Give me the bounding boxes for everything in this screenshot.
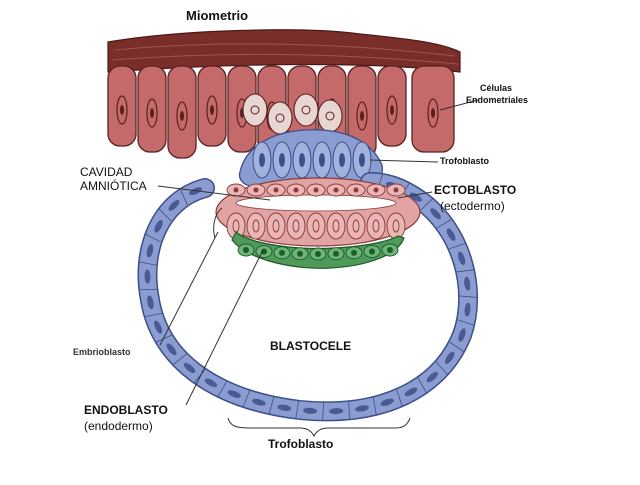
endometrial-cell: [378, 66, 406, 146]
label-cavidad-line1: CAVIDAD: [80, 166, 132, 179]
label-ectodermo: (ectodermo): [440, 200, 505, 213]
trophoblast-cell: [273, 142, 291, 178]
ectoblast-cell: [247, 213, 265, 239]
amniotic-cavity: [236, 195, 396, 211]
endoblast-cell: [346, 247, 362, 259]
endometrial-cell: [198, 66, 226, 146]
ectoblast-cell: [227, 184, 245, 196]
label-celulas-line2: Endometriales: [466, 96, 528, 106]
endoblast-cell: [382, 244, 398, 256]
endometrial-cell: [138, 66, 166, 152]
ectoblast-cell: [387, 213, 405, 239]
label-embrioblasto: Embrioblasto: [73, 348, 131, 358]
endoblast-cell: [238, 244, 254, 256]
label-trofoblasto-bottom: Trofoblasto: [268, 438, 333, 451]
ectoblast-cell: [367, 213, 385, 239]
invaded-endometrial-cell: [268, 102, 292, 134]
endoblast-cell: [364, 246, 380, 258]
label-blastocele: BLASTOCELE: [270, 340, 351, 353]
endometrial-cell: [412, 66, 454, 152]
label-ectoblasto: ECTOBLASTO: [434, 184, 516, 197]
label-endodermo: (endodermo): [84, 420, 153, 433]
endoblast-cell: [274, 247, 290, 259]
label-trofoblasto-top: Trofoblasto: [440, 157, 489, 167]
ectoblast-cell: [267, 184, 285, 196]
trophoblast-cell: [253, 142, 271, 178]
trophoblast-cell: [313, 142, 331, 178]
ectoblast-cell: [387, 184, 405, 196]
ectoblast-cell: [347, 184, 365, 196]
label-cavidad-line2: AMNIÓTICA: [80, 180, 147, 193]
invaded-endometrial-cell: [243, 94, 267, 126]
endometrial-cell: [168, 66, 196, 158]
label-miometrio: Miometrio: [186, 9, 248, 23]
ectoblast-cell: [287, 213, 305, 239]
label-endoblasto: ENDOBLASTO: [84, 404, 168, 417]
ectoblast-cell: [367, 184, 385, 196]
leader-embrioblasto: [160, 232, 218, 345]
trophoblast-cell: [293, 142, 311, 178]
endoblast-cell: [328, 248, 344, 260]
endometrial-cell: [108, 66, 136, 146]
ectoblast-cell: [327, 184, 345, 196]
ectoblast-cell: [267, 213, 285, 239]
ectoblast-cell: [347, 213, 365, 239]
endoblast-cell: [256, 246, 272, 258]
ectoblast-cell: [327, 213, 345, 239]
invaded-endometrial-cell: [294, 94, 318, 126]
ectoblast-cell: [307, 213, 325, 239]
trophoblast-cell: [333, 142, 351, 178]
ectoblast-cell: [247, 184, 265, 196]
label-celulas-line1: Células: [480, 84, 512, 94]
invaded-endometrial-cell: [318, 100, 342, 132]
ectoblast-cell: [287, 184, 305, 196]
endoblast-cell: [310, 248, 326, 260]
ectoblast-cell: [307, 184, 325, 196]
endoblast-cell: [292, 248, 308, 260]
